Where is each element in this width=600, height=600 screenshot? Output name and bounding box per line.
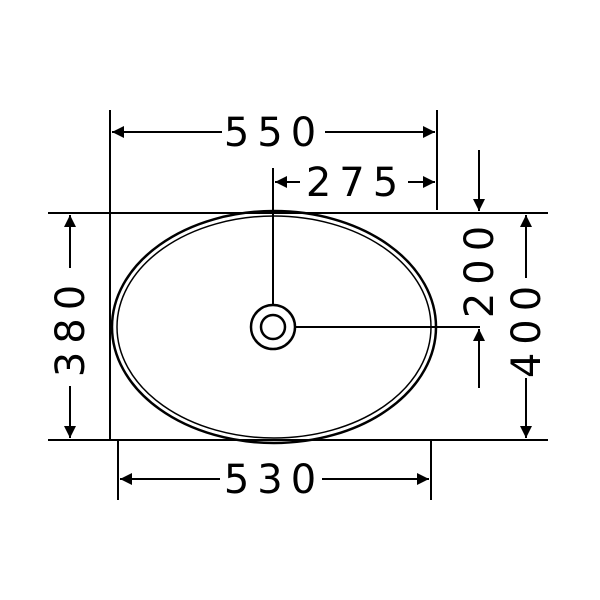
dimension-380-label: 380: [48, 277, 94, 377]
drain-outer-ring: [249, 303, 297, 351]
dimension-400-label: 400: [504, 278, 550, 378]
dimension-275-label: 275: [306, 160, 406, 206]
drain-inner-ring: [259, 313, 287, 341]
extension-lines: [48, 110, 548, 500]
drain: [249, 168, 480, 351]
dimension-200-label: 200: [457, 218, 503, 318]
dimension-550-label: 550: [224, 110, 324, 156]
dimension-530-label: 530: [224, 457, 324, 503]
